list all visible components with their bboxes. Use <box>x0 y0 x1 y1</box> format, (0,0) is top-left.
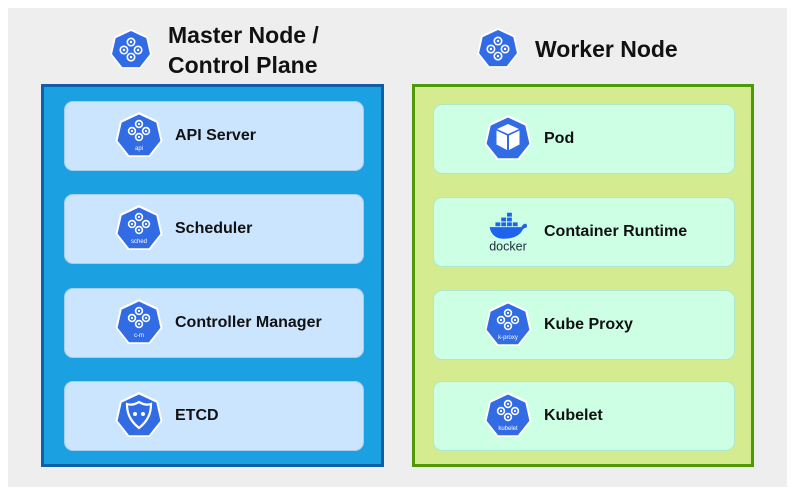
api-icon-text: api <box>135 146 143 152</box>
controller-manager-icon-text: c-m <box>134 333 144 339</box>
component-card-etcd: ETCD <box>64 381 364 451</box>
component-label: Pod <box>544 130 575 147</box>
component-label: Kube Proxy <box>544 316 633 333</box>
component-label: Container Runtime <box>544 223 688 240</box>
controller-manager-icon: c-m <box>113 297 165 349</box>
component-label: Kubelet <box>544 407 603 424</box>
master-node-panel: api API Server sched Scheduler c-m Contr… <box>41 84 384 467</box>
component-card-controller-manager: c-m Controller Manager <box>64 288 364 358</box>
kubelet-icon-text: kubelet <box>498 426 518 432</box>
worker-node-panel: Pod docker Container Runtime k-proxy <box>412 84 754 467</box>
component-label: API Server <box>175 127 256 144</box>
docker-wordmark: docker <box>489 239 527 253</box>
component-card-kubelet: kubelet Kubelet <box>433 381 735 451</box>
component-label: Scheduler <box>175 220 253 237</box>
kubernetes-icon <box>108 27 154 73</box>
etcd-icon <box>113 390 165 442</box>
pod-icon <box>482 113 534 165</box>
component-label: Controller Manager <box>175 314 322 331</box>
docker-icon: docker <box>482 206 534 258</box>
worker-node-header: Worker Node <box>475 26 678 72</box>
kubernetes-icon <box>475 26 521 72</box>
master-node-header: Master Node / Control Plane <box>108 20 319 80</box>
worker-node-title: Worker Node <box>535 36 678 62</box>
master-title-line2: Control Plane <box>168 52 318 78</box>
api-icon: api <box>113 110 165 162</box>
scheduler-icon-text: sched <box>131 239 147 245</box>
kube-proxy-icon: k-proxy <box>482 299 534 351</box>
component-card-container-runtime: docker Container Runtime <box>433 197 735 267</box>
kube-proxy-icon-text: k-proxy <box>498 335 518 341</box>
component-card-api-server: api API Server <box>64 101 364 171</box>
master-node-title: Master Node / Control Plane <box>168 20 319 80</box>
component-card-pod: Pod <box>433 104 735 174</box>
kubelet-icon: kubelet <box>482 390 534 442</box>
component-card-scheduler: sched Scheduler <box>64 194 364 264</box>
component-label: ETCD <box>175 407 219 424</box>
master-title-line1: Master Node / <box>168 22 319 48</box>
component-card-kube-proxy: k-proxy Kube Proxy <box>433 290 735 360</box>
scheduler-icon: sched <box>113 203 165 255</box>
